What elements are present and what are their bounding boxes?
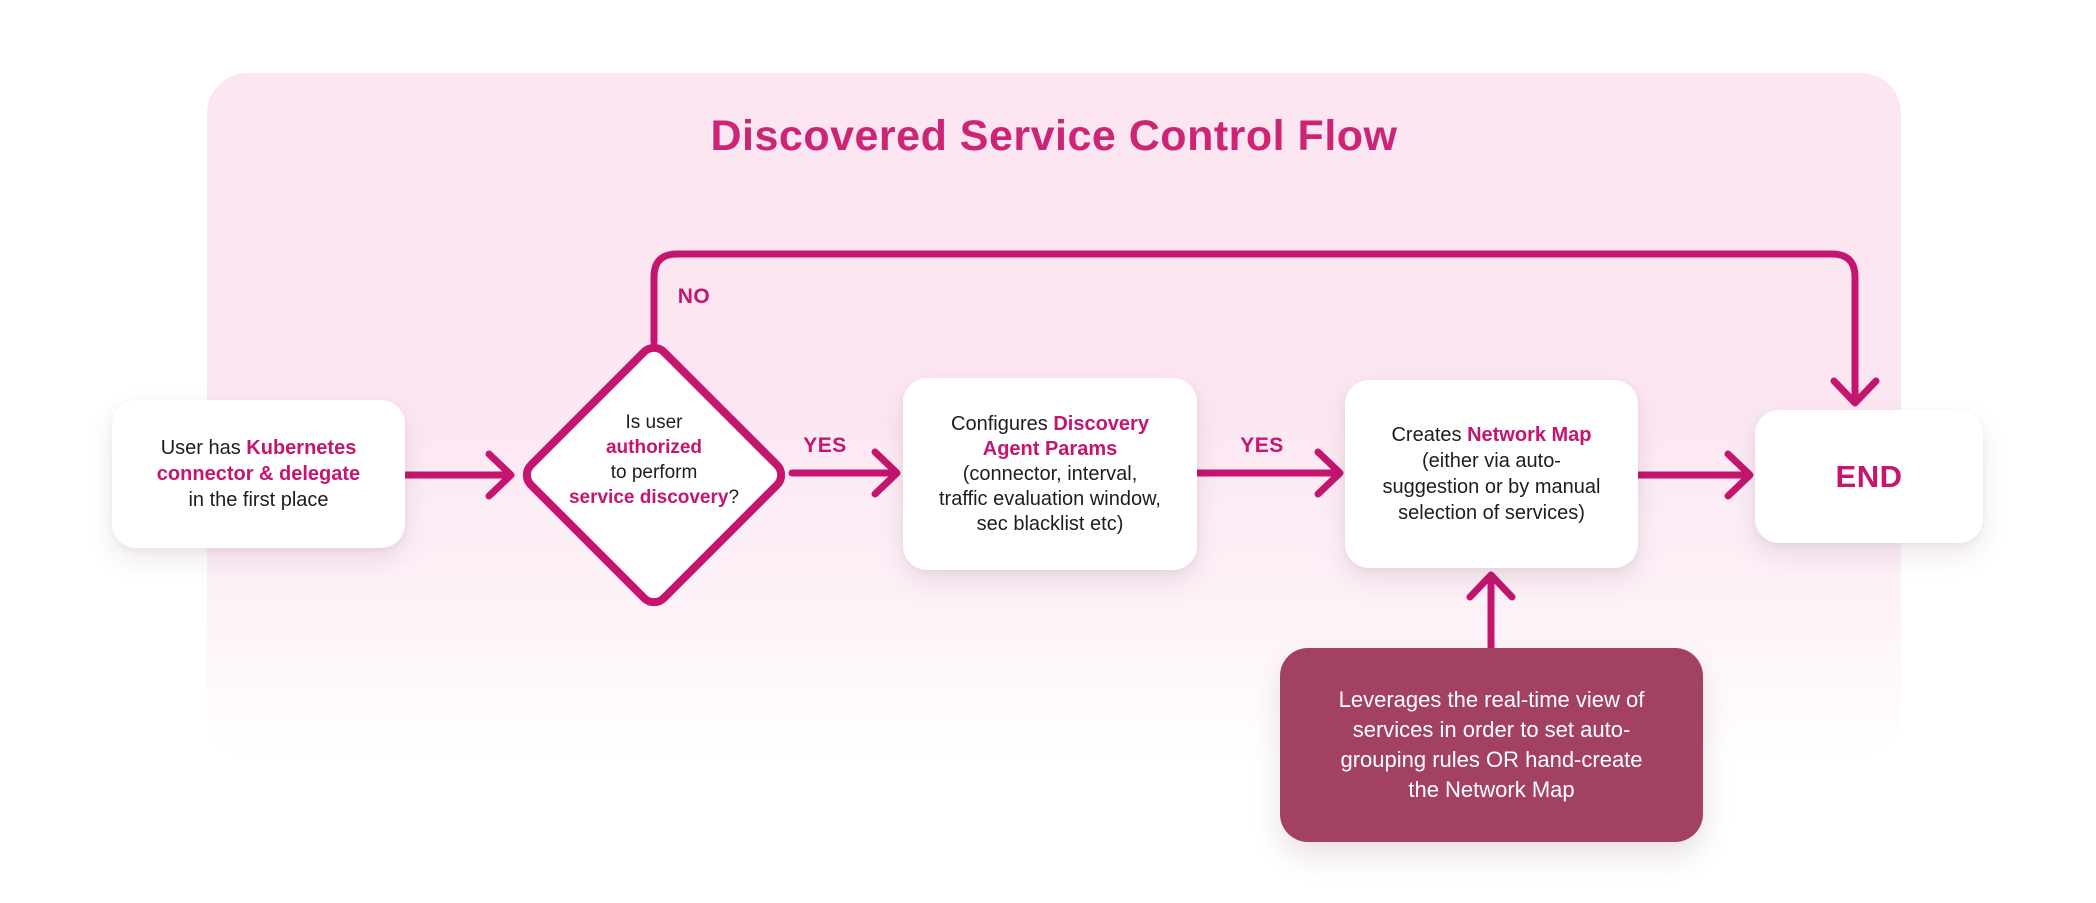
edge-label-no: NO [677,285,711,308]
node-end: END [1755,410,1983,543]
diagram-title: Discovered Service Control Flow [710,112,1398,160]
edge-label-yes-1: YES [803,434,847,457]
edge-label-yes-2: YES [1240,434,1284,457]
node-create-network-map: Creates Network Map(either via auto-sugg… [1345,380,1638,568]
end-label: END [1835,458,1903,494]
